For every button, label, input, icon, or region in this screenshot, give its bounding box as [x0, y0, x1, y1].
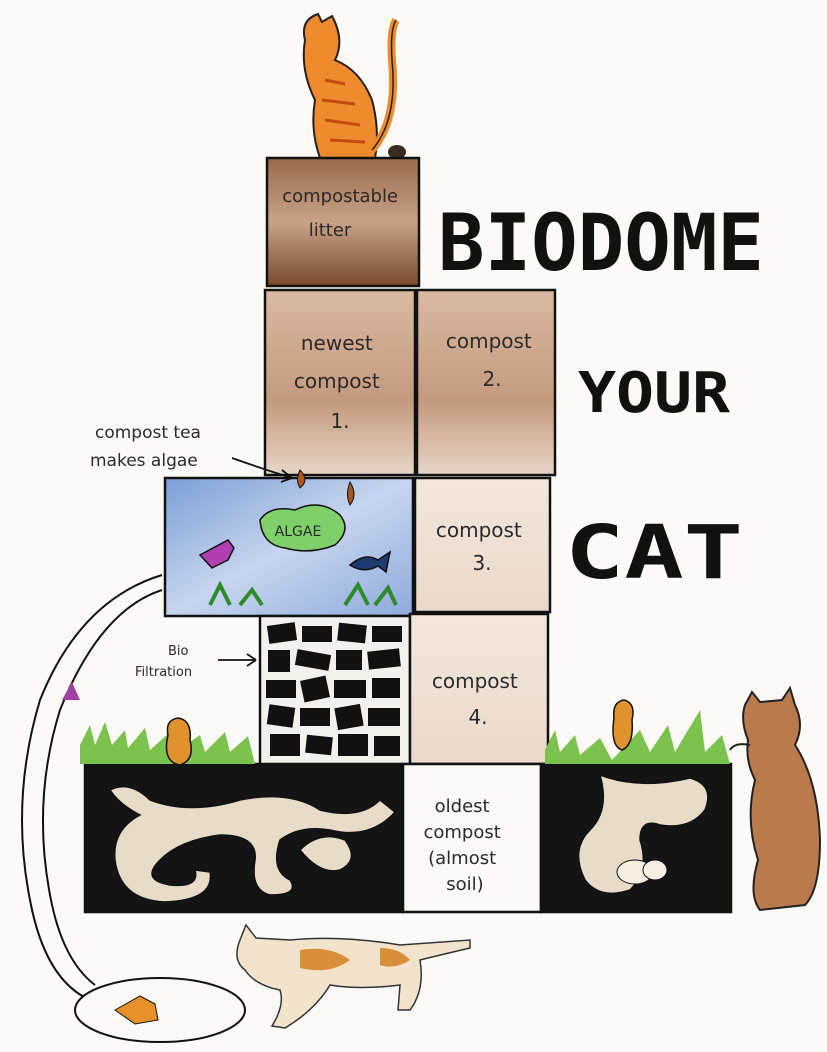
title-line-1: BIODOME: [438, 199, 764, 289]
oldest-compost-box: oldest compost (almost soil): [403, 764, 541, 912]
bio-filtration-annotation: Bio Filtration: [135, 644, 256, 680]
litter-box: compostable litter: [267, 158, 419, 286]
bio-filtration-box: [260, 616, 410, 766]
aquarium-box: ALGAE: [165, 470, 413, 616]
title-line-2: YOUR: [578, 361, 730, 426]
compost-3-box: compost 3.: [415, 478, 550, 612]
compost-4-box: compost 4.: [410, 614, 548, 764]
orange-cat-top: [304, 14, 406, 159]
brown-cat-right: [730, 688, 820, 910]
svg-text:Bio Filtration: Bio Filtration: [135, 644, 193, 680]
compost-1-box: newest compost 1.: [265, 290, 415, 475]
compost-tea-annotation: compost tea makes algae: [90, 423, 292, 482]
svg-text:compost tea makes algae: compost tea makes algae: [90, 423, 206, 471]
right-tunnel-box: [541, 700, 731, 912]
algae-label: ALGAE: [275, 524, 322, 540]
calico-cat-bottom: [237, 925, 470, 1028]
compost-2-box: compost 2.: [417, 290, 555, 475]
title-line-3: CAT: [565, 510, 743, 596]
